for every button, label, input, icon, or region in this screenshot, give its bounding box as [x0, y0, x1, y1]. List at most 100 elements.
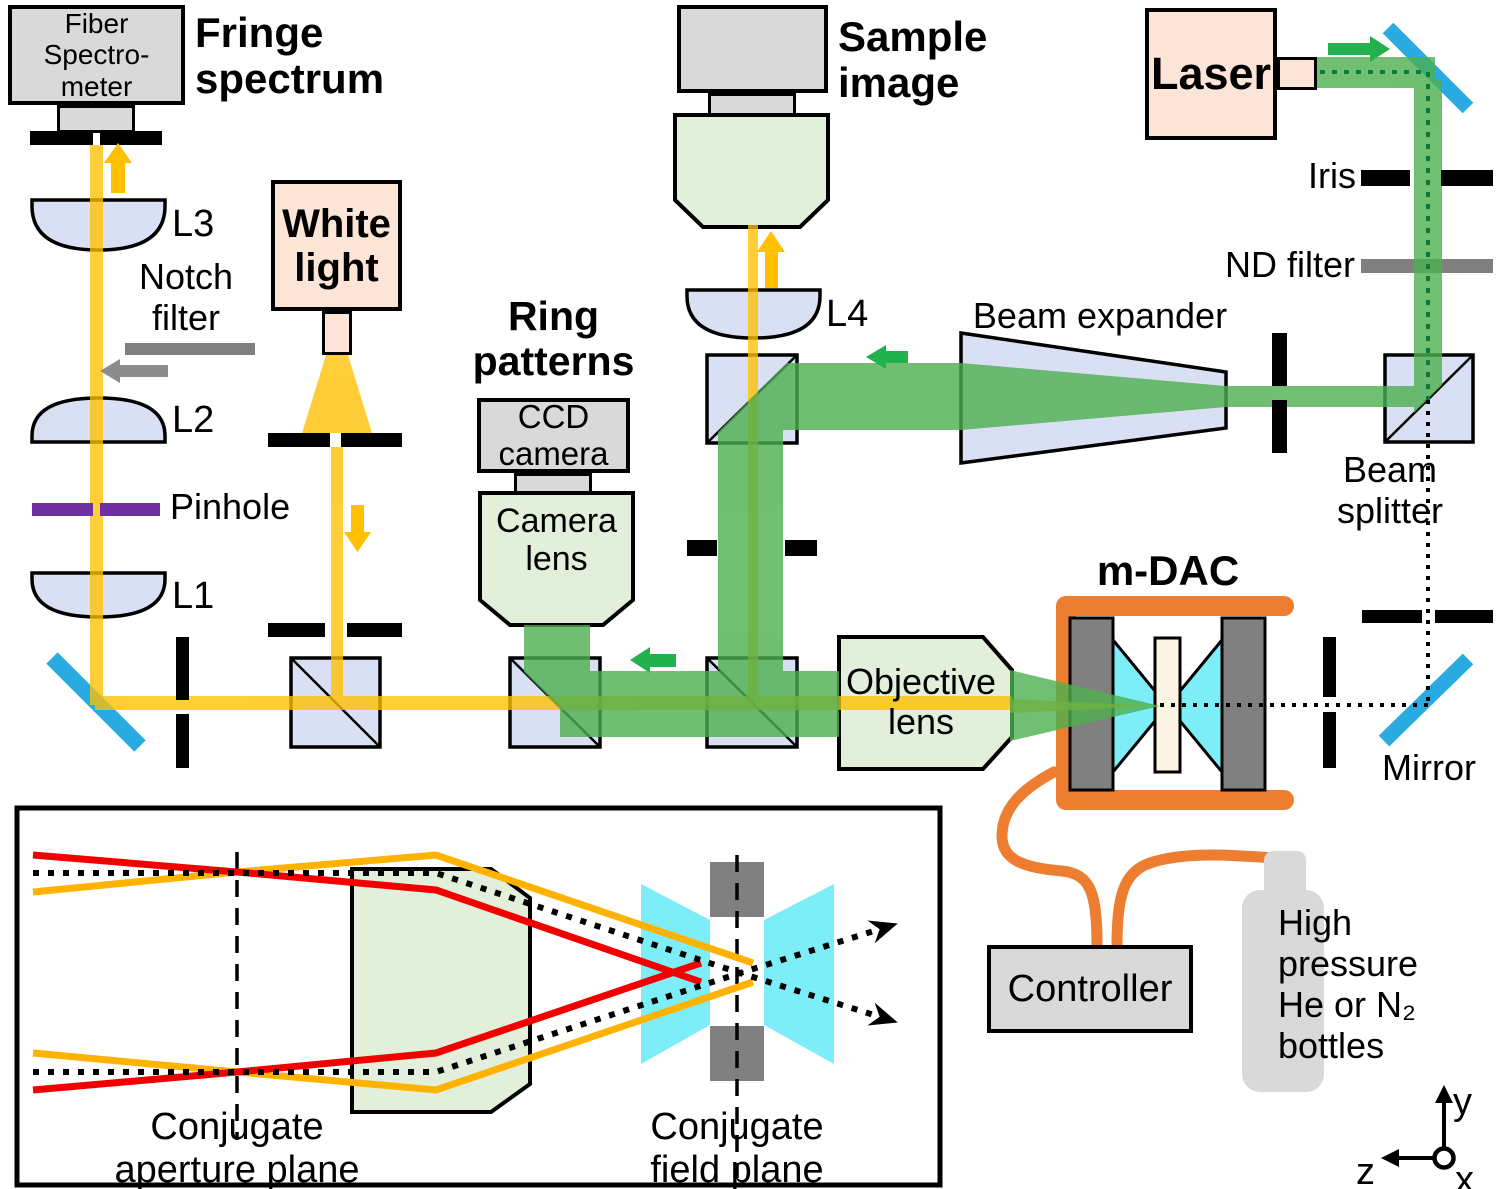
fiber-spectrometer-neck	[57, 105, 135, 133]
ring-patterns-line: Ring	[507, 293, 600, 339]
left-arrow-icon	[100, 359, 120, 383]
beam-spectrometer-vertical	[90, 145, 103, 705]
objective-lens-line: Objective	[845, 661, 997, 702]
left-arrow-icon	[866, 345, 886, 369]
lens-L2-label: L2	[172, 399, 215, 441]
down-arrow-icon	[351, 505, 364, 532]
controller-box: Controller	[987, 945, 1193, 1033]
fiber-coupler-bar-icon	[30, 131, 93, 145]
gas-tube-icon	[996, 766, 1103, 951]
beam-lower-horizontal	[560, 671, 839, 737]
left-arrow-icon	[886, 351, 908, 363]
fiber-coupler-bar-icon	[100, 131, 162, 145]
z-axis-label: z	[1356, 1151, 1375, 1189]
notch-filter-label: Notch filter	[112, 256, 260, 338]
inset-ray-red-bottom	[32, 959, 703, 1094]
objective-lens-label: Objective lens	[840, 661, 1002, 743]
ring-patterns-title: Ring patterns	[446, 293, 661, 385]
left-arrow-icon	[650, 654, 676, 667]
y-axis-label: y	[1453, 1081, 1472, 1123]
inset-ray-orange-bottom	[32, 978, 755, 1094]
controller-label: Controller	[1007, 967, 1173, 1010]
beam-whitelight-cone	[302, 355, 372, 433]
y-axis-arrowhead-icon	[1435, 1085, 1453, 1103]
aperture-bar-icon	[1272, 400, 1287, 453]
aperture-bar-icon	[347, 623, 402, 637]
x-axis-out-of-plane-icon	[1432, 1146, 1456, 1170]
laser-nozzle	[1277, 57, 1317, 90]
aperture-bar-icon	[176, 714, 189, 768]
aperture-bar-icon	[1362, 610, 1422, 623]
fringe-spectrum-line: spectrum	[195, 55, 385, 103]
x-axis-label: x	[1455, 1159, 1474, 1189]
laser-beam-paths	[524, 57, 1442, 741]
up-arrow-icon	[104, 143, 132, 163]
sample-camera-box	[677, 5, 828, 93]
notch-filter-line: filter	[151, 296, 220, 338]
iris-label: Iris	[1308, 155, 1356, 196]
white-light-stem	[322, 311, 352, 355]
aperture-bar-icon	[176, 637, 189, 700]
gas-bottles-line: High	[1278, 902, 1353, 943]
mirror-label: Mirror	[1382, 747, 1476, 788]
aperture-bar-icon	[1323, 712, 1336, 768]
fiber-spectrometer-label: Spectro-	[43, 39, 150, 71]
aperture-bar-icon	[1435, 610, 1493, 623]
conjugate-planes-inset	[14, 805, 943, 1188]
notch-filter-line: Notch	[138, 256, 234, 297]
fiber-spectrometer-label: Fiber	[64, 7, 129, 39]
aperture-bar-icon	[268, 623, 325, 637]
gas-tube-icon	[1111, 849, 1293, 951]
beam-expander-taper	[961, 363, 1226, 430]
ccd-camera-label: camera	[498, 434, 609, 472]
right-arrow-icon	[1370, 36, 1390, 62]
gas-bottle-neck-icon	[1264, 851, 1306, 901]
white-light-label: light	[294, 245, 379, 290]
fringe-spectrum-line: Fringe	[195, 9, 324, 56]
ring-patterns-line: patterns	[472, 338, 635, 385]
conjugate-field-plane-line: Conjugate	[650, 1106, 824, 1148]
gas-bottle-body-icon	[1242, 890, 1324, 1092]
ccd-camera-label: CCD	[517, 398, 590, 436]
gas-bottles-line: He or N₂	[1278, 984, 1417, 1026]
conjugate-field-plane-label: Conjugate field plane	[587, 1106, 887, 1189]
fringe-spectrum-title: Fringe spectrum	[195, 9, 385, 103]
camera-lens-label: Camera lens	[480, 502, 633, 578]
ccd-camera-neck	[514, 473, 592, 494]
gas-bottles-line: bottles	[1278, 1025, 1385, 1067]
aperture-bar-icon	[687, 540, 717, 556]
coordinate-axes	[1381, 1085, 1456, 1170]
aperture-bar-icon	[341, 433, 402, 447]
up-arrow-icon	[111, 163, 125, 193]
lens-L4-label: L4	[826, 293, 869, 335]
conjugate-field-plane-line: field plane	[650, 1148, 824, 1189]
pinhole-label: Pinhole	[170, 486, 291, 527]
up-arrow-icon	[757, 231, 785, 252]
left-arrow-icon	[630, 647, 650, 673]
aperture-bar-icon	[785, 540, 817, 556]
direction-arrows	[100, 36, 1390, 673]
pinhole-bar-icon	[32, 503, 93, 516]
beam-to-camera-lens	[524, 625, 590, 738]
down-arrow-icon	[344, 532, 371, 552]
inset-objective-lens-icon	[350, 867, 532, 1114]
gasket-icon	[1153, 636, 1182, 774]
apertures	[30, 131, 1493, 768]
up-arrow-icon	[765, 252, 778, 288]
laser-box: Laser	[1145, 8, 1277, 140]
beam-splitter-line: Beam	[1342, 449, 1438, 490]
white-light-source-box: White light	[271, 180, 402, 311]
camera-lens-line: lens	[525, 540, 588, 579]
lens-L3-label: L3	[172, 203, 215, 245]
sample-camera-neck	[708, 93, 796, 116]
camera-lens-line: Camera	[496, 502, 617, 540]
beam-splitter-label: Beam splitter	[1297, 449, 1483, 531]
iris-bar-icon	[1361, 170, 1410, 186]
fiber-spectrometer-box: Fiber Spectro- meter	[8, 5, 185, 105]
laser-axis-dotted-green	[1320, 70, 1430, 400]
beam-whitelight-down	[331, 447, 343, 710]
sample-image-line: Sample	[838, 13, 988, 60]
left-arrow-icon	[120, 365, 168, 377]
